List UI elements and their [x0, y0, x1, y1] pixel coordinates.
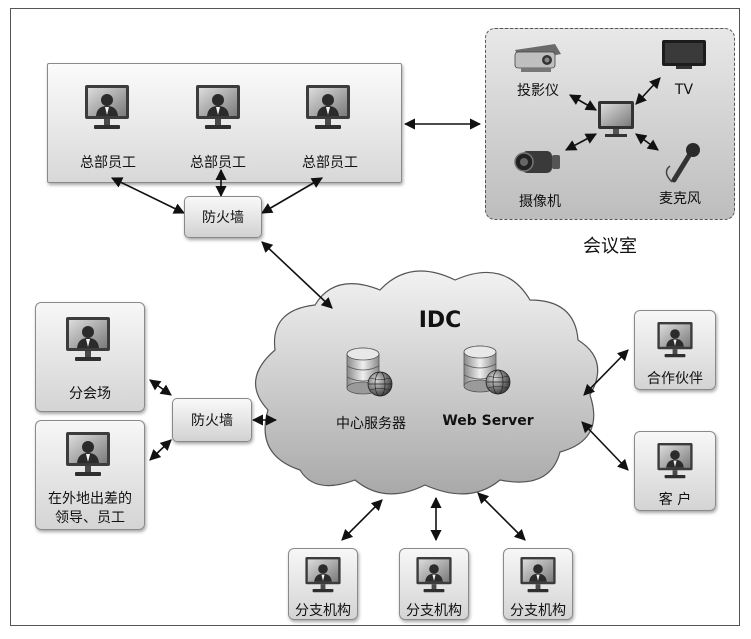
- central-server-globe-icon: [367, 371, 393, 397]
- arrow-idc-partner: [583, 349, 629, 396]
- arrow-travel-firewall: [149, 439, 172, 461]
- branch-2-monitor-icon: [416, 557, 452, 593]
- partner-monitor-icon: [657, 322, 693, 358]
- arrow-idc-branch3: [477, 492, 526, 541]
- branch-venue-label: 分会场: [69, 386, 111, 402]
- arrow-tv-hub: [635, 77, 661, 105]
- projector-label: 投影仪: [517, 83, 559, 99]
- branch-2-label: 分支机构: [406, 603, 462, 619]
- diagram-border: [10, 8, 740, 626]
- branch-firewall: 防火墙: [172, 398, 252, 442]
- branch-1-label: 分支机构: [295, 603, 351, 619]
- camera-label: 摄像机: [519, 194, 561, 210]
- tv-icon: [662, 40, 706, 69]
- branch-1-monitor-icon: [305, 557, 341, 593]
- idc-cloud-icon: [254, 270, 599, 495]
- customer-monitor-icon: [657, 443, 693, 479]
- projector-icon: [514, 44, 561, 72]
- arrow-projector-hub: [569, 94, 597, 111]
- hq-employee-2-label: 总部员工: [190, 155, 246, 171]
- branch-3-monitor-icon: [520, 557, 556, 593]
- arrow-hq3-firewall: [261, 177, 323, 214]
- hub-monitor-icon: [598, 101, 634, 137]
- arrow-firewall-idc: [261, 241, 333, 309]
- web-server-globe-icon: [485, 369, 511, 395]
- hq-employee-1-label: 总部员工: [80, 155, 136, 171]
- hq-employee-3-monitor-icon: [306, 85, 350, 129]
- hq-employee-3-label: 总部员工: [302, 155, 358, 171]
- arrow-hq1-firewall: [110, 177, 186, 214]
- branch-3-label: 分支机构: [510, 603, 566, 619]
- microphone-icon: [665, 143, 700, 183]
- customer-label: 客 户: [658, 492, 692, 508]
- hq-employee-1-monitor-icon: [85, 85, 129, 129]
- branch-venue-monitor-icon: [66, 317, 110, 361]
- meeting-room-title: 会议室: [583, 236, 637, 257]
- arrow-idc-customer: [581, 421, 629, 471]
- arrow-venue-firewall: [149, 379, 172, 396]
- web-server-label: Web Server: [442, 413, 534, 429]
- idc-title: IDC: [418, 308, 462, 333]
- hq-firewall: 防火墙: [184, 196, 262, 238]
- traveling-staff-label-line1: 在外地出差的: [48, 491, 132, 507]
- central-server-label: 中心服务器: [336, 416, 406, 432]
- camcorder-icon: [514, 151, 560, 173]
- traveling-staff-monitor-icon: [66, 432, 110, 476]
- hq-employee-2-monitor-icon: [196, 85, 240, 129]
- microphone-label: 麦克风: [659, 191, 701, 207]
- partner-label: 合作伙伴: [647, 371, 703, 387]
- arrow-mic-hub: [635, 133, 659, 151]
- arrow-camera-hub: [565, 133, 597, 151]
- tv-label: TV: [674, 82, 694, 98]
- traveling-staff-label-line2: 领导、员工: [55, 510, 125, 526]
- arrow-idc-branch1: [341, 499, 383, 541]
